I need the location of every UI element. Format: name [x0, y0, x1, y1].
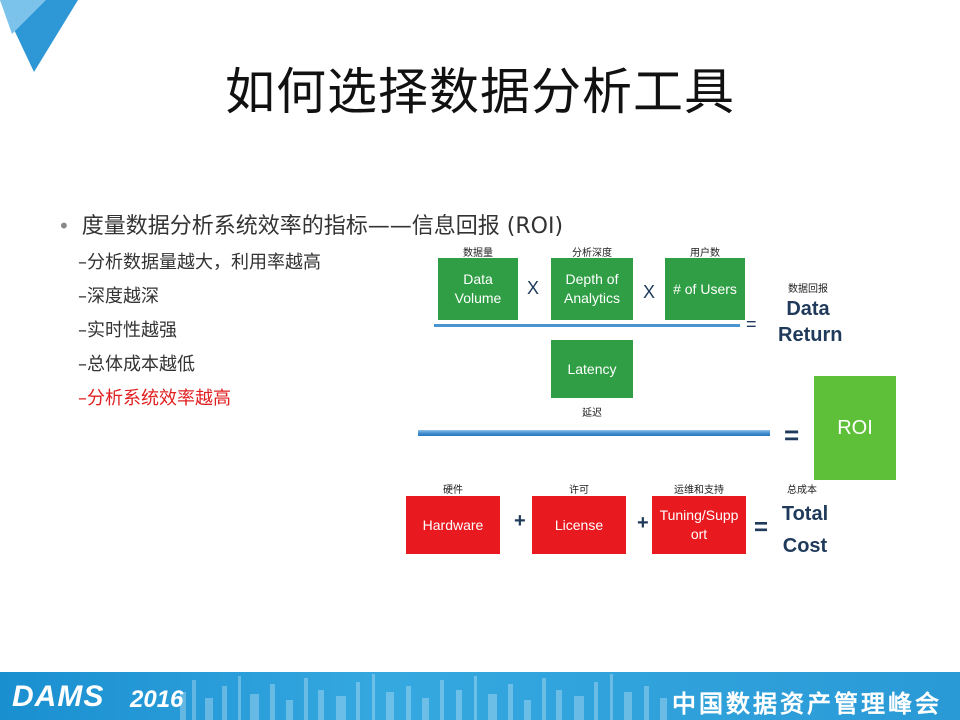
times-sign: X	[527, 278, 540, 298]
box-latency: Latency	[551, 340, 633, 398]
bullet-list: • 度量数据分析系统效率的指标——信息回报 (ROI) –分析数据量越大，利用率越…	[58, 208, 658, 416]
box-hardware: Hardware	[406, 496, 500, 554]
plus-sign: +	[637, 512, 649, 534]
equals-sign: =	[746, 314, 757, 334]
sub-bullet-item: –实时性越强	[78, 320, 177, 341]
sub-bullet-list: –分析数据量越大，利用率越高 –深度越深 –实时性越强 –总体成本越低 –分析系…	[58, 246, 658, 416]
box-data-volume: Data Volume	[438, 258, 518, 320]
bullet-dot-icon: •	[58, 214, 70, 238]
box-num-users: # of Users	[665, 258, 745, 320]
skyline-decoration-icon	[180, 674, 667, 720]
box-users-text: # of Users	[673, 280, 737, 297]
box-license: License	[532, 496, 626, 554]
box-depth-of-analytics: Depth of Analytics	[551, 258, 633, 320]
label-hardware: 硬件	[443, 485, 463, 496]
box-roi-text: ROI	[837, 416, 873, 439]
footer-brand-logo: DAMS	[12, 680, 105, 713]
box-depth-text: Depth of Analytics	[563, 271, 621, 306]
total-cost-line2: Cost	[782, 535, 828, 557]
equals-sign-main: =	[784, 420, 800, 450]
box-latency-text: Latency	[567, 360, 617, 377]
sub-bullet-item: –总体成本越低	[78, 354, 195, 375]
box-roi: ROI	[814, 376, 896, 480]
data-return-line1: Data	[786, 298, 830, 320]
fraction-line-main	[418, 430, 770, 436]
equals-sign-cost: =	[754, 514, 769, 541]
footer-bar	[0, 672, 960, 720]
label-license: 许可	[569, 485, 589, 496]
footer-year: 2016	[130, 686, 184, 713]
corner-triangle-icon	[0, 0, 78, 72]
slide-title: 如何选择数据分析工具	[225, 63, 735, 121]
data-return-text: Data Return	[778, 296, 843, 348]
bullet-main-text: 度量数据分析系统效率的指标——信息回报 (ROI)	[81, 214, 564, 239]
sub-bullet-item: –深度越深	[78, 286, 159, 307]
total-cost-text: Total Cost	[774, 498, 836, 562]
label-data-volume: 数据量	[463, 248, 493, 259]
box-tuning-support: Tuning/Support	[652, 496, 746, 554]
label-depth-of-analytics: 分析深度	[572, 248, 612, 259]
label-num-users: 用户数	[690, 248, 720, 259]
plus-sign: +	[514, 510, 526, 532]
footer-event-name: 中国数据资产管理峰会	[672, 690, 942, 718]
label-tuning-support: 运维和支持	[674, 485, 724, 496]
label-latency: 延迟	[582, 408, 602, 419]
label-data-return: 数据回报	[788, 284, 828, 295]
data-return-line2: Return	[778, 324, 843, 346]
box-tuning-text: Tuning/Support	[659, 507, 739, 542]
box-license-text: License	[554, 516, 604, 533]
sub-bullet-item-highlight: –分析系统效率越高	[78, 388, 231, 409]
sub-bullet-item: –分析数据量越大，利用率越高	[78, 252, 321, 273]
bullet-main: • 度量数据分析系统效率的指标——信息回报 (ROI)	[58, 208, 658, 240]
times-sign: X	[643, 282, 656, 302]
fraction-line-top	[434, 324, 740, 327]
total-cost-line1: Total	[781, 503, 829, 525]
box-hardware-text: Hardware	[422, 516, 484, 533]
label-total-cost: 总成本	[787, 485, 817, 496]
box-data-volume-text: Data Volume	[454, 271, 502, 306]
